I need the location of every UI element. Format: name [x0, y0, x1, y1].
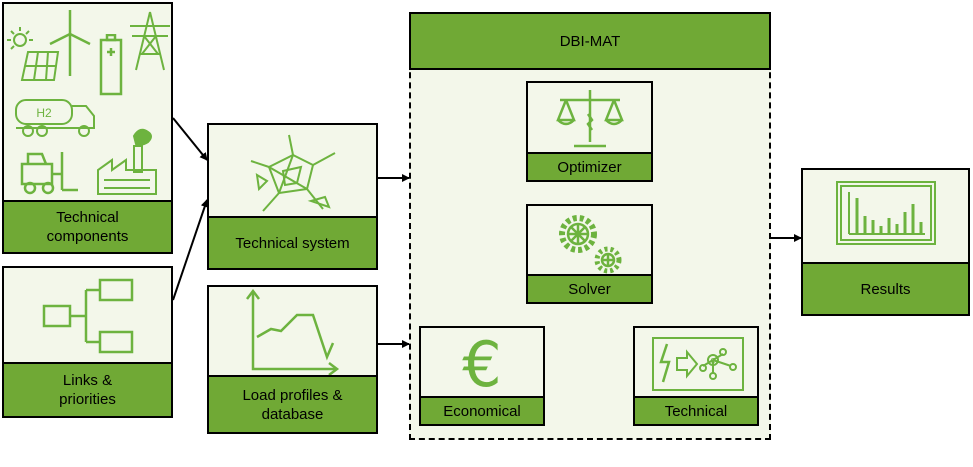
- economical-node: € Economical: [419, 326, 545, 426]
- power-pylon-icon: [130, 11, 170, 71]
- line-chart-icon: [246, 289, 340, 375]
- results-node: Results: [801, 168, 970, 316]
- dbi-mat-title: DBI-MAT: [409, 12, 771, 70]
- factory-icon: [97, 128, 157, 195]
- results-label: Results: [803, 262, 968, 314]
- technical-label: Technical: [635, 396, 757, 424]
- wind-turbine-icon: [49, 10, 91, 76]
- technical-system-node: Technical system: [207, 123, 378, 270]
- arrow-links-to-system: [172, 199, 209, 301]
- links-priorities-label: Links & priorities: [4, 362, 171, 416]
- load-profiles-node: Load profiles & database: [207, 285, 378, 434]
- gears-icon: [559, 215, 622, 274]
- hydrogen-truck-icon: H2: [15, 99, 95, 137]
- battery-icon: [99, 34, 123, 96]
- solar-panel-icon: [7, 27, 60, 81]
- optimizer-node: Optimizer: [526, 81, 653, 182]
- load-profiles-label: Load profiles & database: [209, 375, 376, 432]
- network-system-icon: [250, 134, 336, 212]
- links-priorities-node: Links & priorities: [2, 266, 173, 418]
- energy-conversion-icon: C: [652, 337, 744, 391]
- technical-system-label: Technical system: [209, 216, 376, 268]
- bar-chart-icon: [836, 181, 936, 245]
- balance-scale-icon: [556, 90, 624, 148]
- forklift-icon: [20, 152, 78, 195]
- solver-node: Solver: [526, 204, 653, 304]
- solver-label: Solver: [528, 274, 651, 302]
- technical-components-node: H2 Technical components: [2, 2, 173, 254]
- technical-components-label: Technical components: [4, 200, 171, 252]
- euro-icon: €: [462, 328, 502, 401]
- optimizer-label: Optimizer: [528, 152, 651, 180]
- hierarchy-icon: [42, 278, 134, 354]
- technical-node: C Technical: [633, 326, 759, 426]
- svg-text:C: C: [710, 358, 715, 365]
- svg-text:H2: H2: [36, 106, 52, 120]
- arrow-components-to-system: [172, 117, 208, 161]
- economical-label: Economical: [421, 396, 543, 424]
